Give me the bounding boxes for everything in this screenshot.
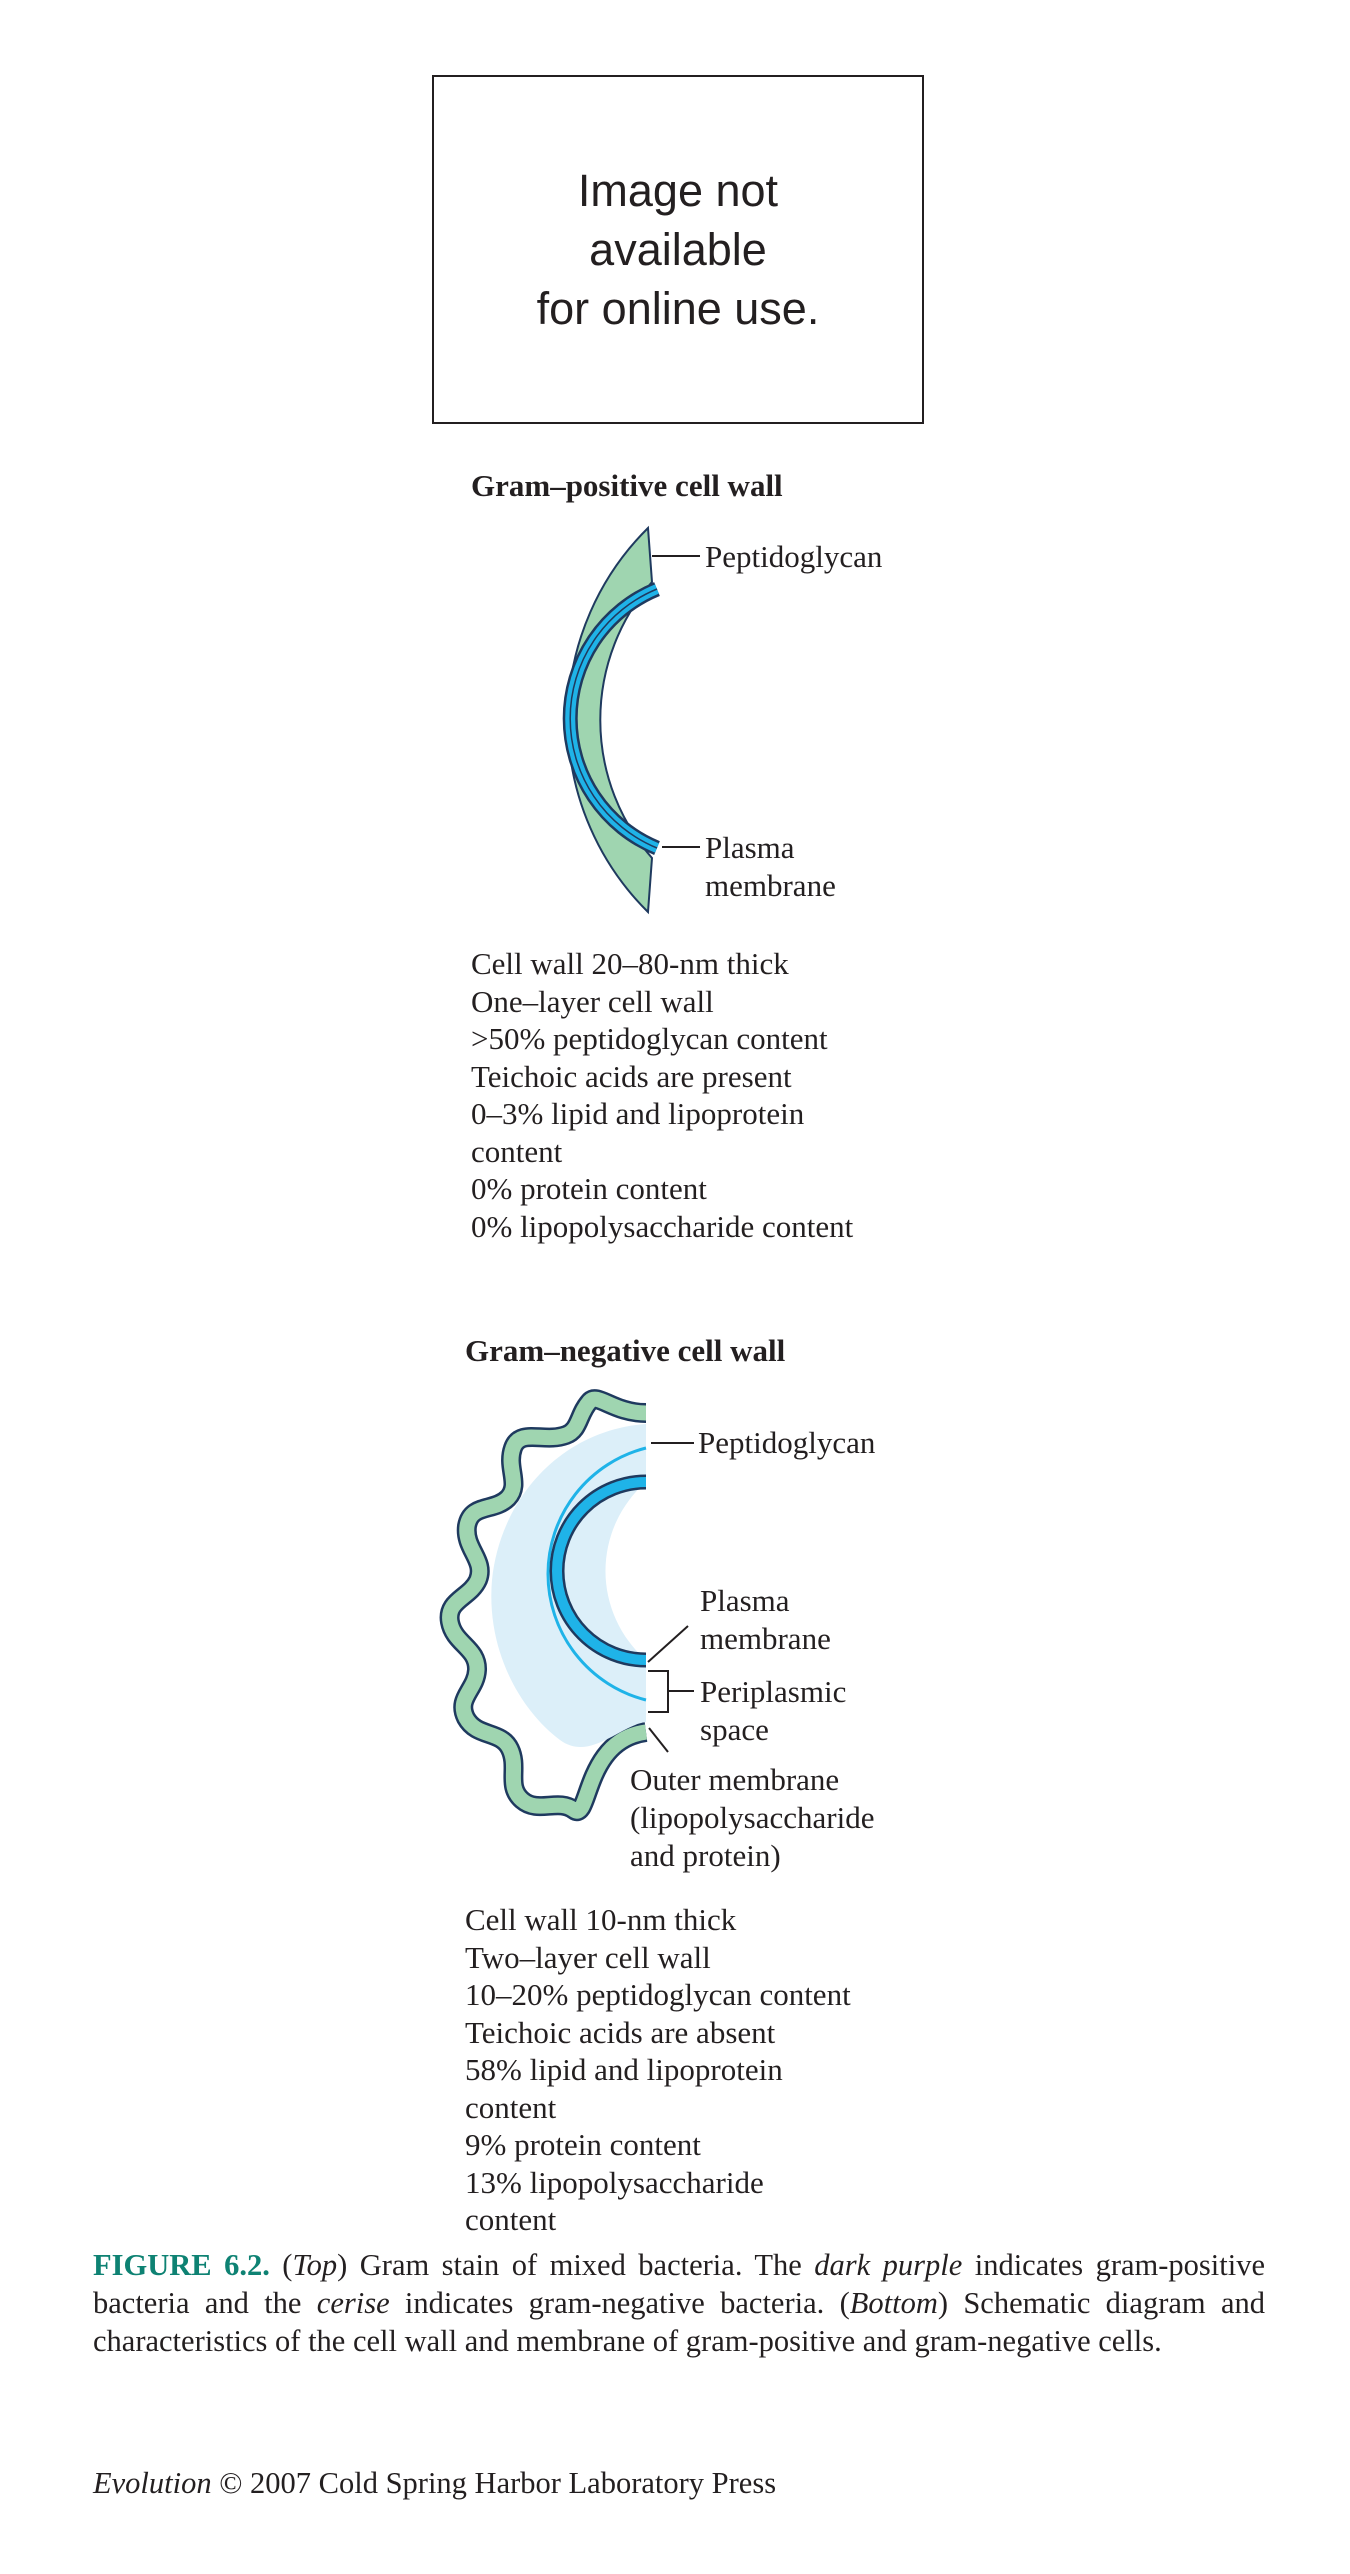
gp-peptidoglycan-label: Peptidoglycan <box>705 539 883 574</box>
gn-peptidoglycan-layer <box>546 1446 647 1702</box>
credit-text: © 2007 Cold Spring Harbor Laboratory Pre… <box>211 2466 777 2500</box>
gp-plasma-label-line2: membrane <box>705 868 836 903</box>
gp-fact: One–layer cell wall <box>471 983 714 1019</box>
gn-outer-label-line3: and protein) <box>630 1838 781 1873</box>
gn-fact: Two–layer cell wall <box>465 1939 711 1975</box>
gn-periplasmic-label-line2: space <box>700 1712 769 1747</box>
caption-text: indicates gram-negative bacteria. ( <box>389 2286 850 2320</box>
gn-outer-leader <box>648 1727 669 1753</box>
gram-negative-heading: Gram–negative cell wall <box>465 1333 786 1368</box>
gn-fact: 13% lipopolysaccharide <box>465 2164 764 2200</box>
gn-periplasmic-label-line1: Periplasmic <box>700 1674 846 1709</box>
gp-fact: >50% peptidoglycan content <box>471 1021 828 1056</box>
gn-plasma-label-line2: membrane <box>700 1621 831 1656</box>
gp-fact: 0% protein content <box>471 1171 707 1206</box>
gn-plasma-leader <box>647 1625 689 1663</box>
gn-peptidoglycan-label: Peptidoglycan <box>698 1425 876 1460</box>
gp-fact: 0% lipopolysaccharide content <box>471 1208 854 1244</box>
gp-fact: Cell wall 20–80-nm thick <box>471 946 789 981</box>
copyright-credit: Evolution © 2007 Cold Spring Harbor Labo… <box>93 2464 776 2502</box>
caption-emphasis: dark purple <box>814 2248 963 2282</box>
caption-text: ) Schematic diagram and characteristics … <box>93 2286 1265 2358</box>
gn-outer-label-line2: (lipopolysaccharide <box>630 1800 874 1835</box>
gp-fact: content <box>471 1133 563 1169</box>
caption-emphasis: Bottom <box>849 2286 938 2320</box>
caption-emphasis: cerise <box>316 2286 390 2320</box>
gp-peptidoglycan-layer <box>566 525 654 915</box>
gp-fact: Teichoic acids are present <box>471 1058 792 1094</box>
caption-emphasis: Top <box>292 2248 338 2282</box>
gram-positive-heading: Gram–positive cell wall <box>471 468 783 503</box>
figure-number: FIGURE 6.2. <box>93 2248 270 2282</box>
gn-fact: Teichoic acids are absent <box>465 2014 776 2050</box>
image-placeholder: Image not available for online use. <box>432 75 924 424</box>
gn-fact: 10–20% peptidoglycan content <box>465 1977 851 2012</box>
gn-outer-label-line1: Outer membrane <box>630 1762 839 1797</box>
gram-positive-facts: Cell wall 20–80-nm thick One–layer cell … <box>471 945 853 1245</box>
gram-positive-diagram: Peptidoglycan Plasma membrane <box>562 525 883 915</box>
book-title: Evolution <box>93 2466 212 2500</box>
gn-periplasmic-bracket <box>648 1670 694 1713</box>
gn-fact: content <box>465 2089 557 2125</box>
gp-plasma-label-line1: Plasma <box>705 830 795 865</box>
figure-caption: FIGURE 6.2. (Top) Gram stain of mixed ba… <box>93 2246 1265 2360</box>
gn-fact: 9% protein content <box>465 2127 701 2162</box>
gp-fact: 0–3% lipid and lipoprotein <box>471 1096 805 1131</box>
caption-text: ( <box>269 2248 293 2282</box>
gp-plasma-membrane-inner <box>569 588 658 849</box>
placeholder-text: Image not available for online use. <box>536 165 820 334</box>
gram-negative-facts: Cell wall 10-nm thick Two–layer cell wal… <box>465 1901 851 2239</box>
gn-fact: content <box>465 2202 557 2237</box>
caption-text: indicates gram-positive bacteria and the <box>93 2248 1266 2320</box>
gn-fact: Cell wall 10-nm thick <box>465 1902 737 1937</box>
gn-plasma-label-line1: Plasma <box>700 1583 790 1618</box>
caption-text: ) Gram stain of mixed bacteria. The <box>337 2248 815 2282</box>
gn-periplasmic-space <box>491 1424 646 1747</box>
gram-negative-diagram: Peptidoglycan Plasma membrane Periplasmi… <box>450 1399 876 1873</box>
gn-plasma-membrane-fill <box>552 1477 647 1665</box>
gn-fact: 58% lipid and lipoprotein <box>465 2052 783 2087</box>
